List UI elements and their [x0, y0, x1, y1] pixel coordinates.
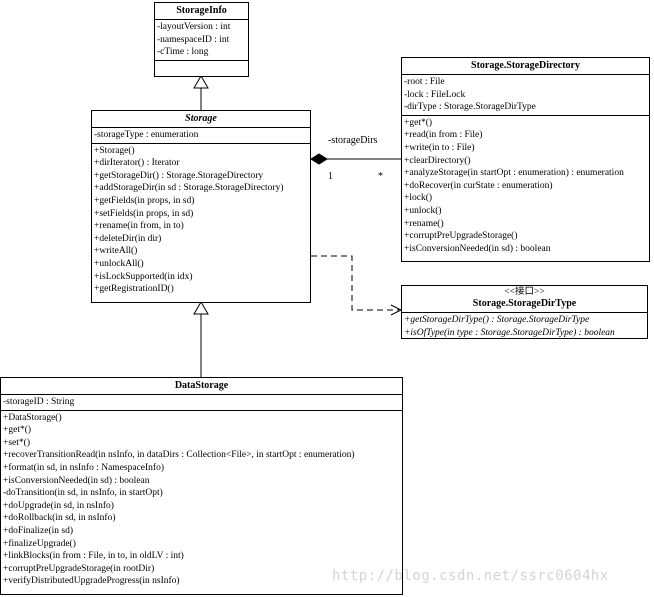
member-row: -storageType : enumeration — [94, 130, 199, 140]
attributes-section: -layoutVersion : int -namespaceID : int -c… — [155, 20, 248, 61]
member-row: +doUpgrade(in sd, in nsInfo) — [3, 500, 114, 511]
member-row: -lock : FileLock — [404, 89, 466, 100]
member-row: +addStorageDir(in sd : Storage.StorageDi… — [94, 183, 284, 194]
member-row: +doFinalize(in sd) — [3, 525, 73, 536]
member-row: -doTransition(in sd, in nsInfo, in start… — [3, 488, 163, 499]
member-row: -layoutVersion : int — [157, 22, 231, 32]
operations-section: +getStorageDirType() : Storage.StorageDi… — [402, 313, 647, 340]
member-row: +analyzeStorage(in startOpt : enumeratio… — [404, 168, 624, 179]
member-row: +get*() — [3, 425, 32, 436]
association-multiplicity-target: * — [378, 171, 383, 182]
member-row: +read(in from : File) — [404, 130, 483, 141]
member-row: +getStorageDirType() : Storage.StorageDi… — [404, 315, 590, 325]
class-storageinfo: StorageInfo -layoutVersion : int -namespa… — [154, 2, 249, 77]
watermark-text: http://blog.csdn.net/ssrc0604hx — [332, 568, 609, 584]
member-row: +deleteDir(in dir) — [94, 233, 162, 244]
class-storage: Storage -storageType : enumeration +Stor… — [91, 110, 311, 303]
interface-storage-dir-type: <<接口>> Storage.StorageDirType +getStorag… — [401, 285, 648, 339]
member-row: +doRecover(in curState : enumeration) — [404, 180, 553, 191]
class-name: Storage.StorageDirType — [402, 298, 647, 313]
dependency-line — [311, 255, 399, 311]
generalization-arrowhead-storageinfo — [193, 75, 209, 89]
member-row: +unlock() — [404, 205, 442, 216]
operations-section — [155, 61, 248, 63]
member-row: +DataStorage() — [3, 412, 62, 423]
member-row: +get*() — [404, 117, 433, 128]
association-role-label: -storageDirs — [328, 135, 378, 146]
member-row: +getRegistrationID() — [94, 284, 174, 295]
member-row: +recoverTransitionRead(in nsInfo, in dat… — [3, 450, 355, 461]
member-row: +set*() — [3, 437, 30, 448]
member-row: +finalizeUpgrade() — [3, 538, 76, 549]
member-row: +rename() — [404, 218, 444, 229]
member-row: +corruptPreUpgradeStorage(in rootDir) — [3, 563, 155, 574]
member-row: +format(in sd, in nsInfo : NamespaceInfo… — [3, 462, 165, 473]
member-row: +verifyDistributedUpgradeProgress(in nsI… — [3, 576, 180, 587]
composition-diamond — [310, 153, 328, 165]
member-row: +linkBlocks(in from : File, in to, in ol… — [3, 551, 184, 562]
stereotype-label: <<接口>> — [504, 287, 545, 297]
member-row: +Storage() — [94, 145, 135, 156]
member-row: -namespaceID : int — [157, 34, 230, 45]
member-row: +writeAll() — [94, 246, 138, 257]
member-row: +getStorageDir() : Storage.StorageDirect… — [94, 170, 264, 181]
member-row: -dirType : Storage.StorageDirType — [404, 102, 536, 113]
member-row: +isConversionNeeded(in sd) : boolean — [3, 475, 150, 486]
member-row: +corruptPreUpgradeStorage() — [404, 231, 518, 242]
class-name: Storage.StorageDirectory — [402, 58, 649, 75]
member-row: +doRollback(in sd, in nsInfo) — [3, 513, 116, 524]
generalization-arrowhead-storage — [193, 301, 209, 315]
member-row: +getFields(in props, in sd) — [94, 195, 195, 206]
member-row: +rename(in from, in to) — [94, 221, 184, 232]
member-row: -storageID : String — [3, 397, 75, 407]
member-row: +isLockSupported(in idx) — [94, 271, 193, 282]
member-row: -root : File — [404, 77, 445, 87]
class-datastorage: DataStorage -storageID : String +DataSto… — [0, 377, 403, 595]
operations-section: +get*() +read(in from : File)+write(in to… — [402, 116, 649, 257]
member-row: -cTime : long — [157, 47, 209, 58]
operations-section: +DataStorage() +get*()+set*() +recoverTran… — [1, 411, 402, 589]
member-row: +setFields(in props, in sd) — [94, 208, 194, 219]
class-name: StorageInfo — [155, 3, 248, 20]
class-name: Storage — [92, 111, 310, 128]
class-name: DataStorage — [1, 378, 402, 395]
attributes-section: -storageType : enumeration — [92, 128, 310, 144]
member-row: +dirIterator() : Iterator — [94, 158, 180, 169]
operations-section: +Storage() +dirIterator() : Iterator+getS… — [92, 144, 310, 297]
association-multiplicity-source: 1 — [328, 171, 333, 182]
class-storage-directory: Storage.StorageDirectory -root : File -lo… — [401, 57, 650, 262]
member-row: +lock() — [404, 193, 433, 204]
attributes-section: -root : File -lock : FileLock -dirType : S… — [402, 75, 649, 116]
member-row: +unlockAll() — [94, 258, 144, 269]
member-row: +write(in to : File) — [404, 142, 475, 153]
attributes-section: -storageID : String — [1, 395, 402, 411]
member-row: +clearDirectory() — [404, 155, 471, 166]
member-row: +isOfType(in type : Storage.StorageDirTy… — [404, 327, 615, 338]
member-row: +isConversionNeeded(in sd) : boolean — [404, 243, 551, 254]
